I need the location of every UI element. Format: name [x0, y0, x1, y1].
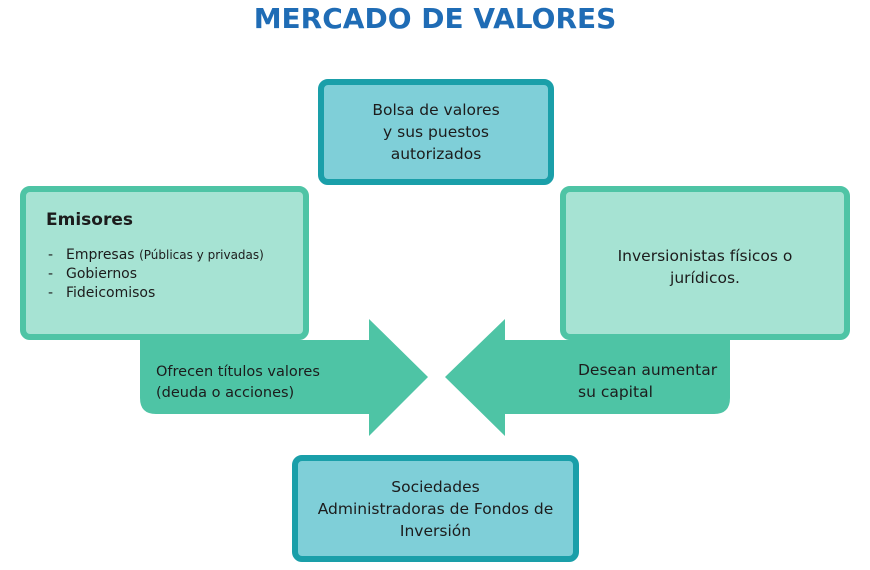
list-dash: -	[48, 266, 54, 282]
right-arrow-shape	[445, 300, 730, 436]
sociedades-box: Sociedades Administradoras de Fondos de …	[292, 455, 579, 562]
list-item-text: Gobiernos	[66, 266, 138, 282]
bolsa-line-1: Bolsa de valores	[372, 101, 500, 119]
bolsa-line-2: y sus puestos	[383, 123, 489, 141]
right-arrow-label: Desean aumentar su capital	[578, 359, 717, 403]
page-title: MERCADO DE VALORES	[253, 2, 617, 35]
list-dash: -	[48, 247, 54, 263]
list-item: - Gobiernos	[46, 265, 303, 284]
emisores-list: - Empresas (Públicas y privadas) - Gobie…	[46, 246, 303, 303]
emisores-title: Emisores	[46, 210, 133, 230]
sociedades-line-1: Sociedades	[391, 477, 480, 496]
bolsa-line-3: autorizados	[390, 145, 482, 163]
list-item: - Fideicomisos	[46, 284, 303, 303]
sociedades-line-2: Administradoras de Fondos de	[317, 499, 554, 518]
emisores-box: Emisores - Empresas (Públicas y privadas…	[20, 186, 309, 340]
sociedades-line-3: Inversión	[399, 521, 472, 540]
inversionistas-line-2: jurídicos.	[670, 269, 740, 287]
list-dash: -	[48, 285, 54, 301]
bolsa-de-valores-box: Bolsa de valores y sus puestos autorizad…	[318, 79, 554, 185]
inversionistas-text: Inversionistas físicos o jurídicos.	[566, 245, 844, 289]
list-item-text: Fideicomisos	[66, 285, 156, 301]
inversionistas-box: Inversionistas físicos o jurídicos.	[560, 186, 850, 340]
inversionistas-line-1: Inversionistas físicos o	[617, 247, 793, 265]
left-arrow-label: Ofrecen títulos valores (deuda o accione…	[156, 362, 320, 404]
left-arrow-label-line-1: Ofrecen títulos valores	[156, 364, 320, 380]
list-item-text: Empresas	[66, 247, 135, 263]
list-item-note: (Públicas y privadas)	[139, 248, 264, 262]
right-arrow-label-line-1: Desean aumentar	[578, 361, 718, 379]
left-arrow-label-line-2: (deuda o acciones)	[156, 385, 295, 401]
left-arrow-shape	[140, 300, 428, 436]
right-arrow-label-line-2: su capital	[578, 383, 653, 401]
list-item: - Empresas (Públicas y privadas)	[46, 246, 303, 265]
